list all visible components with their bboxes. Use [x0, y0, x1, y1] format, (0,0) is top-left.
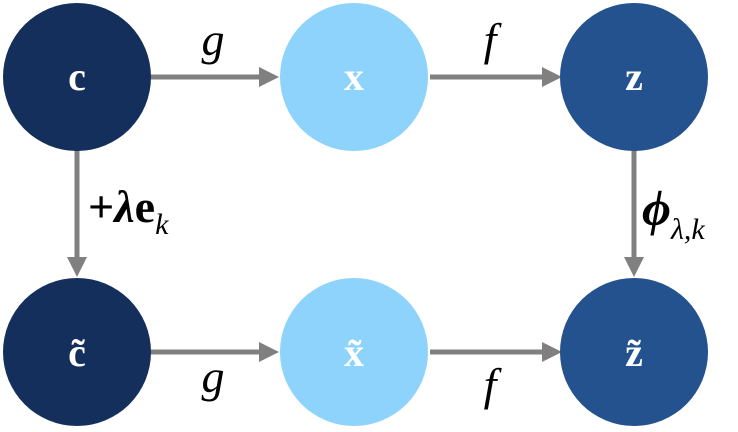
node-x: x — [280, 3, 428, 151]
label-perturbation-lambda: λ — [112, 181, 134, 232]
node-c: c — [3, 3, 151, 151]
label-perturbation-sub: k — [155, 208, 169, 241]
label-perturbation: +λek — [88, 181, 169, 241]
node-c-tilde-label: c̃ — [68, 330, 86, 375]
node-c-label: c — [68, 54, 86, 99]
label-perturbation-plus: + — [88, 181, 114, 232]
node-z-tilde: z̃ — [560, 278, 708, 426]
node-x-tilde-label: x̃ — [344, 330, 364, 375]
label-g-top: g — [202, 14, 225, 65]
label-f-top: f — [484, 14, 503, 65]
label-phi: ϕλ,k — [642, 180, 705, 246]
label-g-bottom: g — [202, 351, 225, 402]
node-z-label: z — [625, 54, 643, 99]
node-z-tilde-label: z̃ — [625, 330, 643, 375]
label-phi-main: ϕ — [642, 180, 671, 236]
label-phi-sub: λ,k — [670, 213, 705, 246]
node-x-label: x — [344, 54, 364, 99]
label-f-bottom: f — [484, 359, 503, 410]
node-c-tilde: c̃ — [3, 278, 151, 426]
node-x-tilde: x̃ — [280, 278, 428, 426]
node-z: z — [560, 3, 708, 151]
label-perturbation-e: e — [135, 181, 155, 232]
